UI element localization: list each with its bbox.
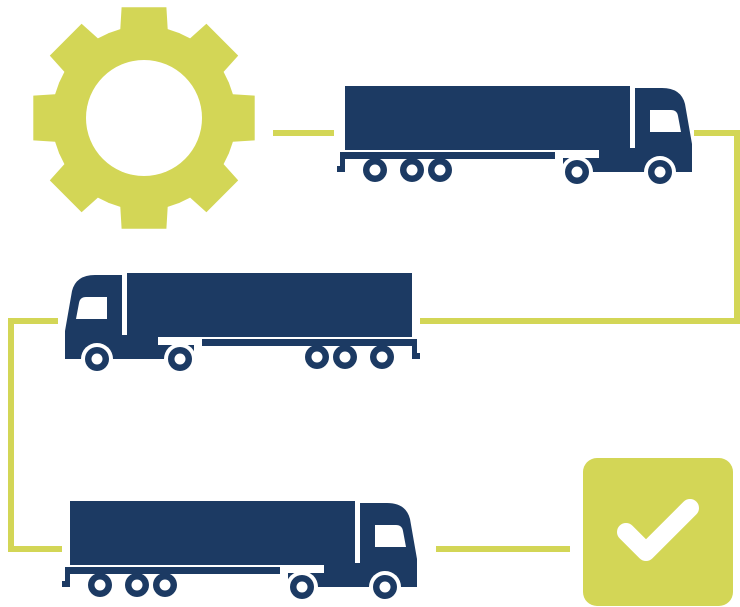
connectors bbox=[8, 130, 740, 552]
truck-icon bbox=[62, 501, 417, 603]
truck-icon bbox=[65, 273, 420, 375]
connector-truck-1-to-truck-2 bbox=[420, 130, 740, 324]
gear-icon bbox=[33, 7, 255, 229]
truck-icon bbox=[337, 86, 692, 188]
checkmark-icon bbox=[583, 458, 733, 606]
connector-truck-2-to-truck-3 bbox=[8, 318, 62, 552]
